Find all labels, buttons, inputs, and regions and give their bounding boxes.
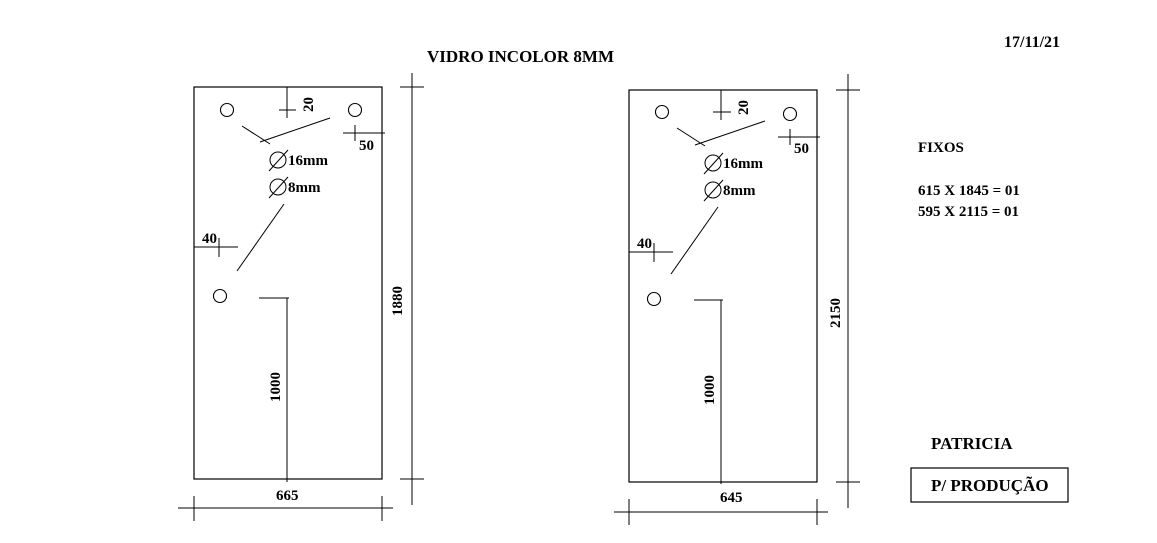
panel-1-hinge-offset-label: 1000 <box>268 372 284 402</box>
notes-heading: FIXOS <box>918 140 964 156</box>
panel-1-hole-top-left <box>219 102 235 118</box>
notes-line-2: 595 X 2115 = 01 <box>918 204 1019 220</box>
notes-line-1: 615 X 1845 = 01 <box>918 183 1020 199</box>
glass-panel-2: 20 50 16mm 8mm 40 <box>614 74 860 525</box>
panel-2-hinge-offset-label: 1000 <box>702 375 718 405</box>
drawing-date: 17/11/21 <box>1004 34 1060 51</box>
panel-2-diameter-small-label: 8mm <box>723 183 756 199</box>
author-name: PATRICIA <box>931 434 1013 453</box>
panel-1-hinge-offset-dimension: 1000 <box>259 297 289 482</box>
panel-2-top-offset-label: 20 <box>736 100 752 115</box>
panel-1-width-dimension: 665 <box>178 488 393 521</box>
panel-1-height-dimension: 1880 <box>390 73 424 505</box>
production-stamp-label: P/ PRODUÇÃO <box>931 476 1049 495</box>
panel-1-hole-top-right <box>347 102 363 118</box>
panel-2-diameter-symbol-small <box>704 181 722 199</box>
production-stamp-box <box>910 467 1069 503</box>
panel-1-diameter-symbol-large <box>269 151 287 169</box>
panel-2-diameter-large-label: 16mm <box>723 156 763 172</box>
panel-2-hinge-offset-dimension: 1000 <box>694 299 723 484</box>
panel-2-height-label: 2150 <box>828 298 844 328</box>
panel-1-left-offset-dimension: 40 <box>194 231 238 257</box>
panel-1-diameter-symbol-small <box>269 178 287 196</box>
panel-2-hole-top-left <box>654 104 670 120</box>
panel-1-hole-hinge <box>212 288 228 304</box>
glass-panel-1: 20 50 16mm 8mm 40 <box>178 73 424 521</box>
panel-1-height-label: 1880 <box>390 286 406 316</box>
panel-2-outline <box>628 89 818 483</box>
panel-2-left-offset-label: 40 <box>637 236 652 252</box>
panel-1-diameter-small-label: 8mm <box>288 180 321 196</box>
panel-2-hole-hinge <box>646 291 662 307</box>
drawing-title: VIDRO INCOLOR 8MM <box>427 47 614 66</box>
panel-2-top-offset-dimension: 20 <box>713 90 752 120</box>
panel-1-top-offset-label: 20 <box>301 97 317 112</box>
panel-1-diameter-large-label: 16mm <box>288 153 328 169</box>
panel-1-right-offset-label: 50 <box>359 138 374 154</box>
panel-2-hole-top-right <box>782 106 798 122</box>
panel-1-diameter-callout-small: 8mm <box>268 176 321 199</box>
panel-1-outline <box>193 86 383 480</box>
panel-1-width-label: 665 <box>276 488 299 504</box>
panel-2-left-offset-dimension: 40 <box>629 236 673 262</box>
panel-1-left-offset-label: 40 <box>202 231 217 247</box>
production-stamp: P/ PRODUÇÃO <box>910 467 1069 503</box>
panel-2-diameter-symbol-large <box>704 154 722 172</box>
panel-2-width-label: 645 <box>720 490 743 506</box>
fixed-panels-notes: FIXOS 615 X 1845 = 01 595 X 2115 = 01 <box>918 140 1020 220</box>
panel-1-top-offset-dimension: 20 <box>279 87 317 118</box>
panel-2-diameter-callout-small: 8mm <box>703 179 756 202</box>
panel-2-right-offset-dimension: 50 <box>778 129 820 157</box>
panel-2-width-dimension: 645 <box>614 490 828 525</box>
panel-2-height-dimension: 2150 <box>828 74 860 508</box>
panel-1-right-offset-dimension: 50 <box>343 125 385 154</box>
panel-1-diameter-callout-large: 16mm <box>268 149 328 172</box>
panel-2-right-offset-label: 50 <box>794 141 809 157</box>
panel-2-diameter-callout-large: 16mm <box>703 152 763 175</box>
